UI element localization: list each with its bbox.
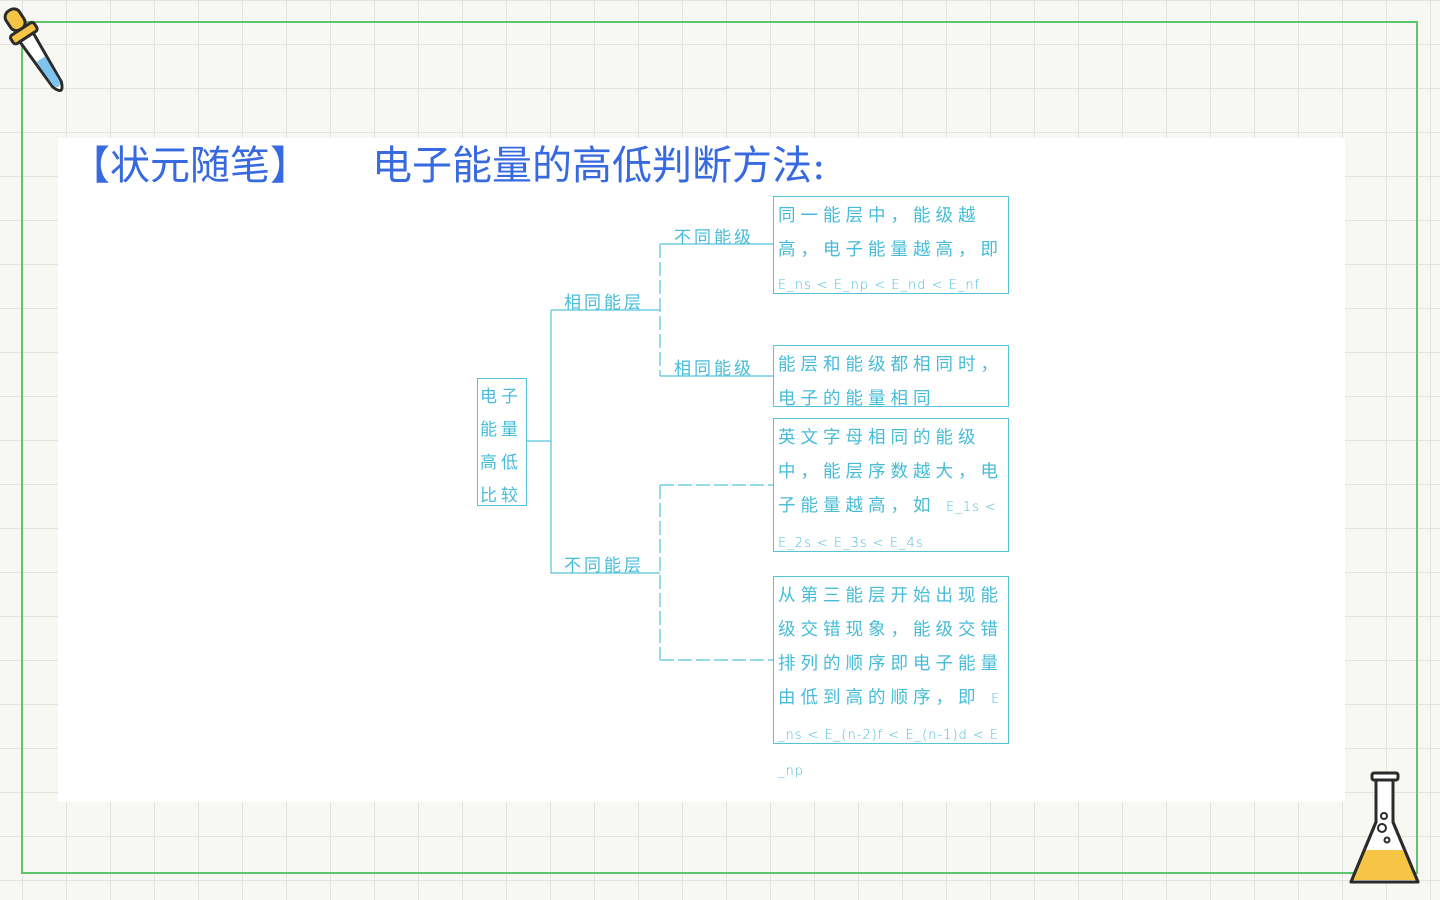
label-same-shell: 相同能层 [564, 293, 644, 313]
node-different-subshell: 同一能层中，能级越高，电子能量越高，即 E_ns < E_np < E_nd <… [773, 196, 1009, 294]
label-same-subshell: 相同能级 [674, 359, 754, 379]
node-text: 能层和能级都相同时，电子的能量相同 [778, 355, 1003, 409]
root-node: 电子能量高低比较 [477, 378, 527, 506]
label-different-subshell: 不同能级 [674, 228, 754, 248]
node-text: 英文字母相同的能级中，能层序数越大，电子能量越高，如 [778, 428, 1003, 516]
node-crossing: 从第三能层开始出现能级交错现象，能级交错排列的顺序即电子能量由低到高的顺序，即 … [773, 576, 1009, 779]
node-formula: E_ns < E_np < E_nd < E_nf [778, 278, 981, 293]
title-bracket: 【状元随笔】 [70, 143, 310, 189]
pipette-icon [3, 7, 64, 92]
content-card [58, 138, 1345, 802]
node-formula: E_1s < E_2s < E_3s < E_4s [778, 500, 997, 551]
node-text: 同一能层中，能级越高，电子能量越高，即 [778, 206, 1003, 260]
node-same-letter: 英文字母相同的能级中，能层序数越大，电子能量越高，如 E_1s < E_2s <… [773, 418, 1009, 552]
flask-icon [1349, 771, 1420, 884]
node-formula: E_ns < E_(n-2)f < E_(n-1)d < E_np [778, 692, 1001, 779]
page-title: 【状元随笔】 电子能量的高低判断方法: [70, 140, 825, 192]
label-different-shell: 不同能层 [564, 556, 644, 576]
node-text: 从第三能层开始出现能级交错现象，能级交错排列的顺序即电子能量由低到高的顺序，即 [778, 586, 1003, 708]
node-same-subshell: 能层和能级都相同时，电子的能量相同 [773, 345, 1009, 409]
green-border-frame [21, 21, 1418, 874]
title-heading: 电子能量的高低判断方法: [372, 143, 826, 189]
